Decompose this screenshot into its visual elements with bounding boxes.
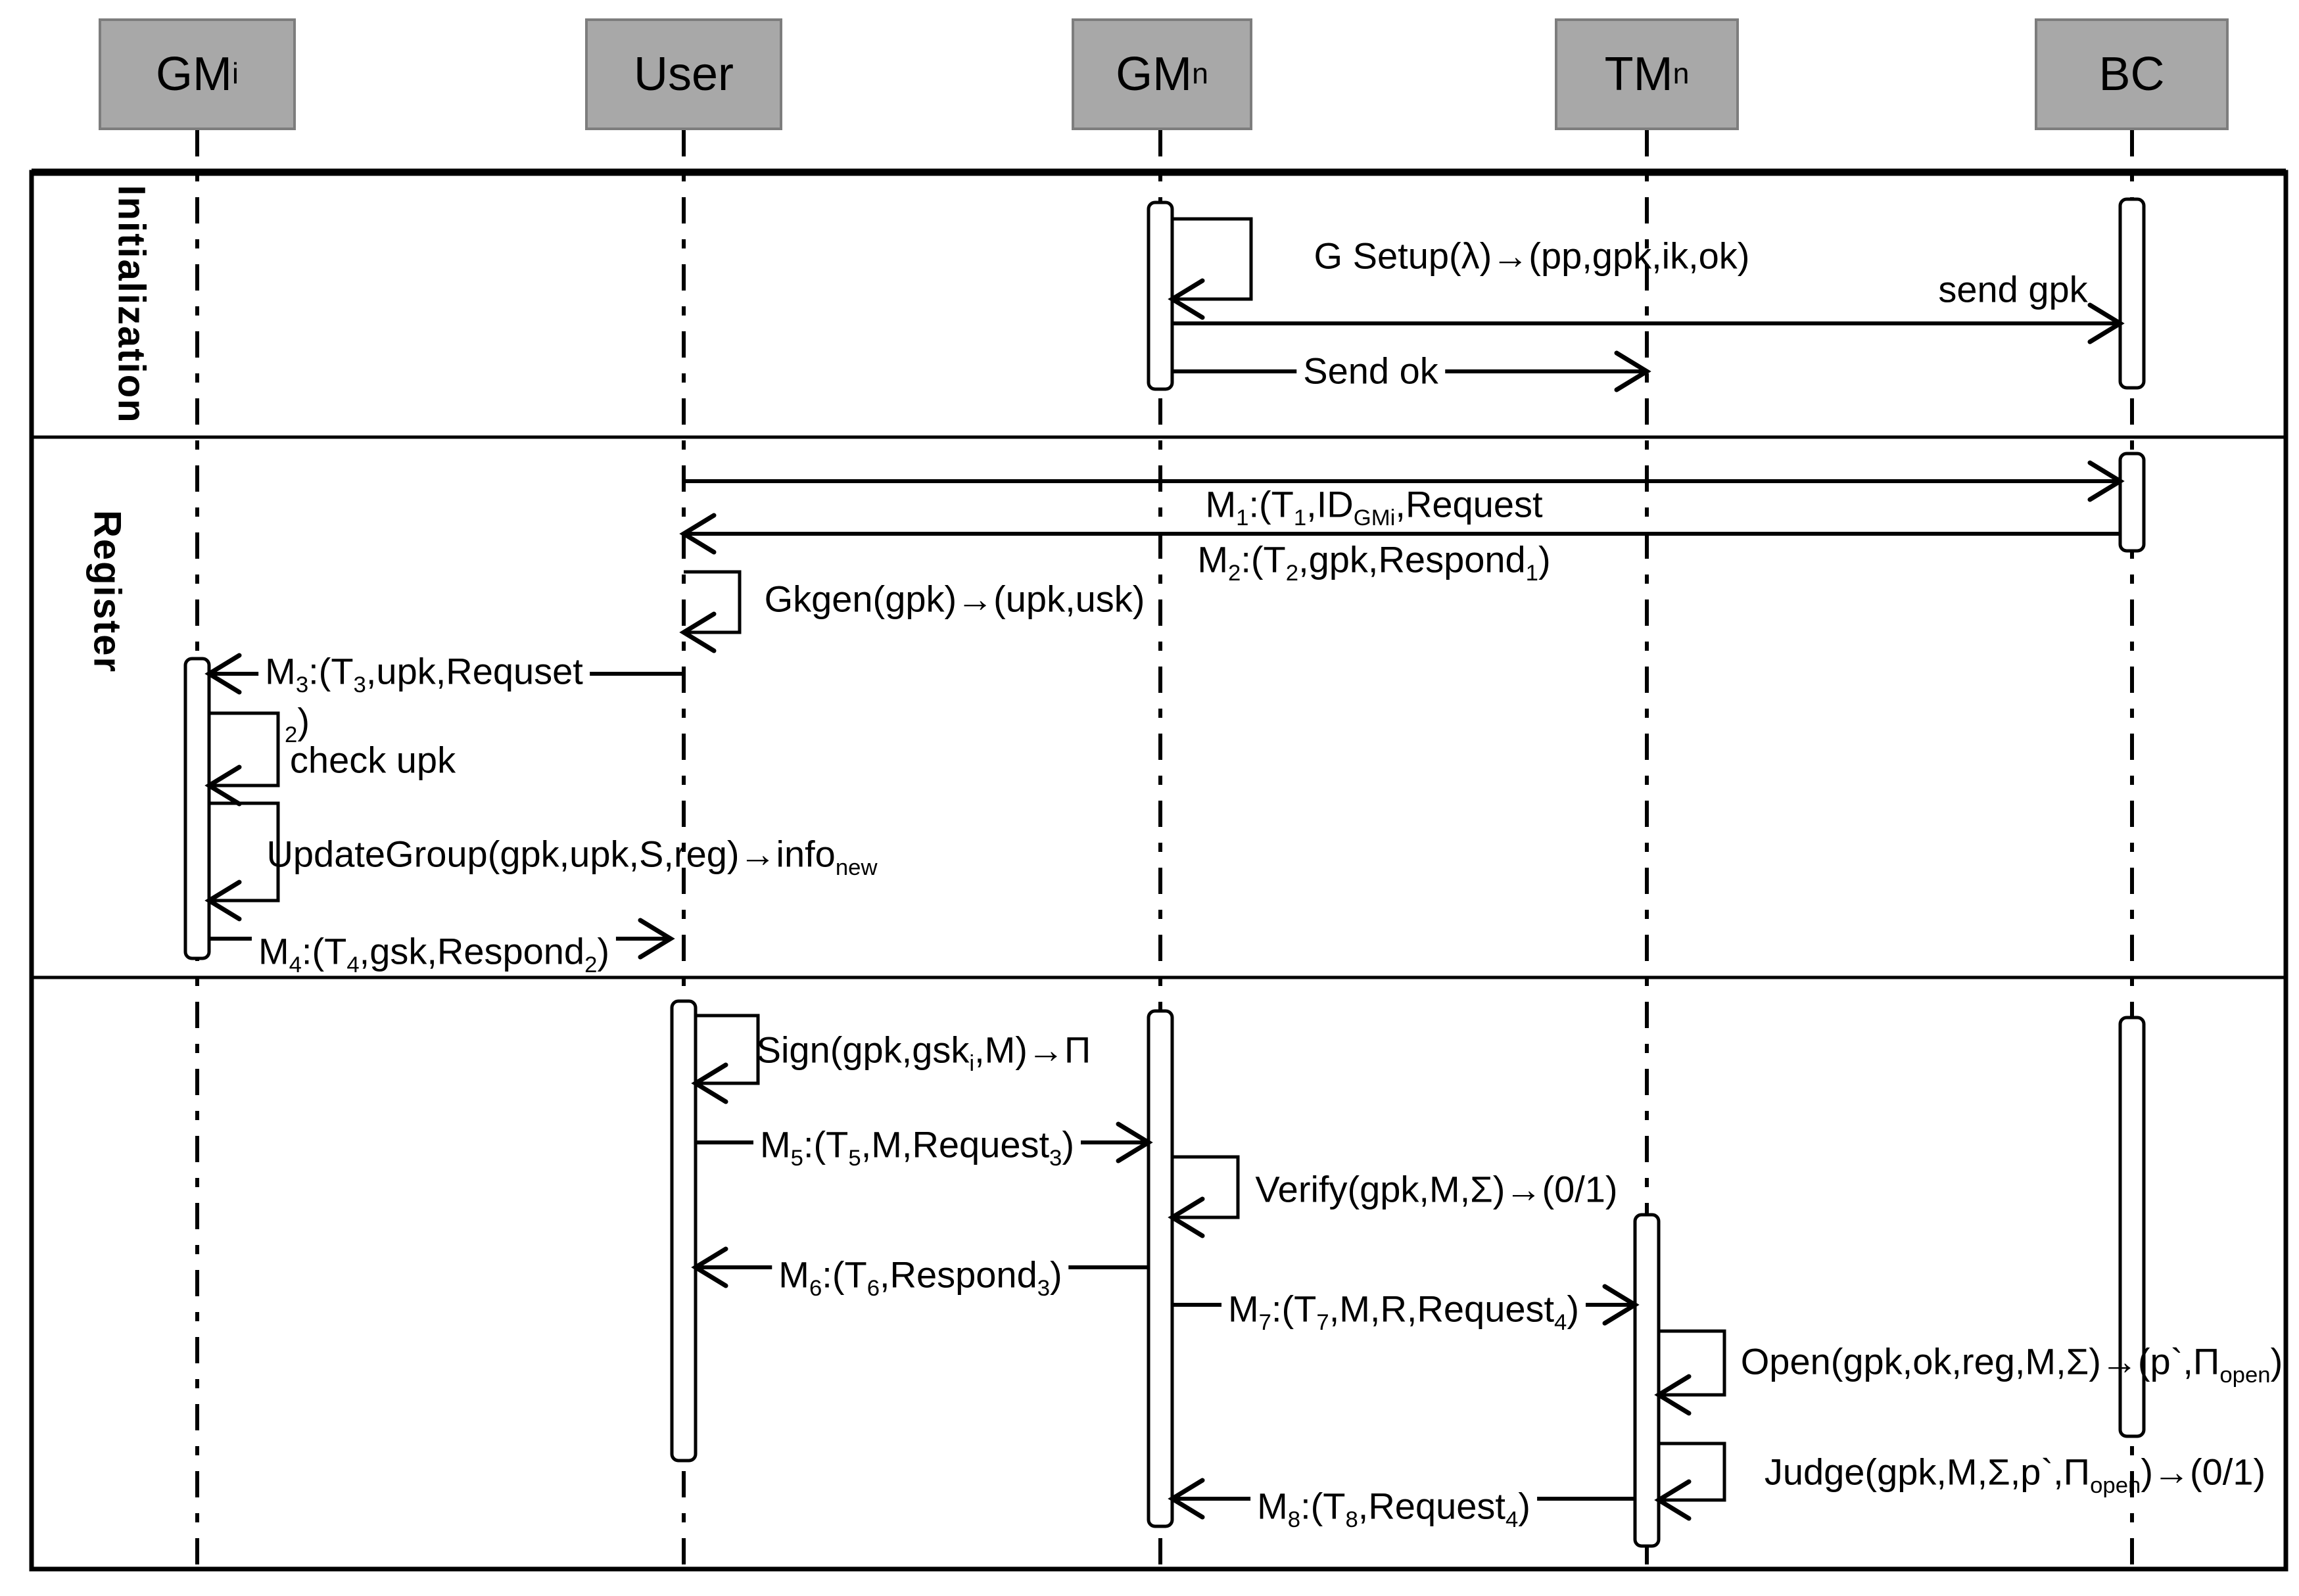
message-label-m8: M8:(T8,Request4) [1250, 1487, 1537, 1531]
self-loop-verify-arrowhead [1168, 1196, 1205, 1238]
message-label-m3: M3:(T3,upk,Requset [258, 652, 590, 696]
self-loop-sign [696, 1014, 760, 1085]
self-loop-judge-arrowhead [1654, 1479, 1692, 1521]
section-label-register: Register [85, 509, 129, 674]
message-label-send-gpk: send gpk [1938, 268, 2088, 310]
activation-bar-bc-sign [2118, 1016, 2146, 1438]
message-label-m4: M4:(T4,gsk,Respond2) [251, 932, 617, 976]
activation-bar-tmn-open [1633, 1213, 1661, 1548]
self-loop-label-open: Open(gpk,ok,reg,M,Σ)→(p`,Πopen) [1740, 1340, 2283, 1388]
self-loop-label-verify: Verify(gpk,M,Σ)→(0/1) [1255, 1168, 1618, 1210]
activation-bar-bc-init [2118, 197, 2146, 390]
activation-bar-gmn-init [1147, 200, 1174, 391]
message-label-m7: M7:(T7,M,R,Request4) [1221, 1290, 1586, 1334]
self-loop-sign-arrowhead [691, 1062, 728, 1104]
message-m2-arrowhead [679, 513, 717, 555]
message-label-m1: M1:(T1,IDGMi,Request [1205, 483, 1543, 530]
self-loop-check-upk-arrowhead [204, 764, 242, 807]
activation-bar-gmn-sign [1147, 1009, 1174, 1528]
self-loop-label-check-upk: check upk [289, 739, 456, 781]
actor-box-user: User [585, 18, 782, 130]
self-loop-label-gkgen: Gkgen(gpk)→(upk,usk) [764, 578, 1145, 620]
self-loop-verify [1172, 1155, 1240, 1219]
self-loop-gsetup [1172, 217, 1253, 301]
message-label-m2: M2:(T2,gpk,Respond1) [1197, 538, 1551, 586]
self-loop-label-gsetup: G Setup(λ)→(pp,gpk,ik,ok) [1314, 235, 1750, 277]
self-loop-judge [1659, 1442, 1726, 1502]
self-loop-open [1659, 1329, 1726, 1397]
actor-box-bc: BC [2035, 18, 2229, 130]
message-label-send-ok: Send ok [1296, 352, 1445, 391]
message-m5-arrowhead [1116, 1121, 1153, 1163]
self-loop-label-sign: Sign(gpk,gski,M)→Π [756, 1029, 1091, 1076]
self-loop-gkgen-arrowhead [679, 611, 717, 653]
self-loop-open-arrowhead [1654, 1374, 1692, 1416]
activation-bar-user-sign [670, 999, 698, 1463]
section-label-initialization: Initialization [110, 185, 153, 424]
message-send-ok-arrowhead [1614, 350, 1651, 392]
self-loop-label-updategroup: UpdateGroup(gpk,upk,S,reg)→infonew [266, 833, 878, 880]
self-loop-gkgen [684, 570, 742, 634]
message-m4-arrowhead [638, 918, 675, 960]
message-label-m6: M6:(T6,Respond3) [772, 1256, 1069, 1300]
self-loop-updategroup [209, 801, 280, 903]
message-m3-arrowhead [204, 653, 242, 695]
activation-bar-bc-register [2118, 452, 2146, 553]
message-label-m5: M5:(T5,M,Request3) [753, 1125, 1081, 1169]
message-m6-arrowhead [691, 1246, 728, 1288]
message-send-gpk-arrowhead [2087, 302, 2125, 344]
self-loop-gsetup-arrowhead [1168, 278, 1205, 320]
self-loop-label-judge: Judge(gpk,M,Σ,p`,Πopen)→(0/1) [1764, 1451, 2266, 1498]
activation-bar-gmi-register [183, 657, 211, 960]
stray-label-stray-2paren: 2) [285, 700, 310, 747]
message-m8-arrowhead [1168, 1478, 1205, 1520]
self-loop-updategroup-arrowhead [204, 880, 242, 922]
self-loop-check-upk [209, 711, 280, 787]
message-m1-arrowhead [2087, 460, 2125, 502]
message-m7-arrowhead [1602, 1284, 1640, 1326]
